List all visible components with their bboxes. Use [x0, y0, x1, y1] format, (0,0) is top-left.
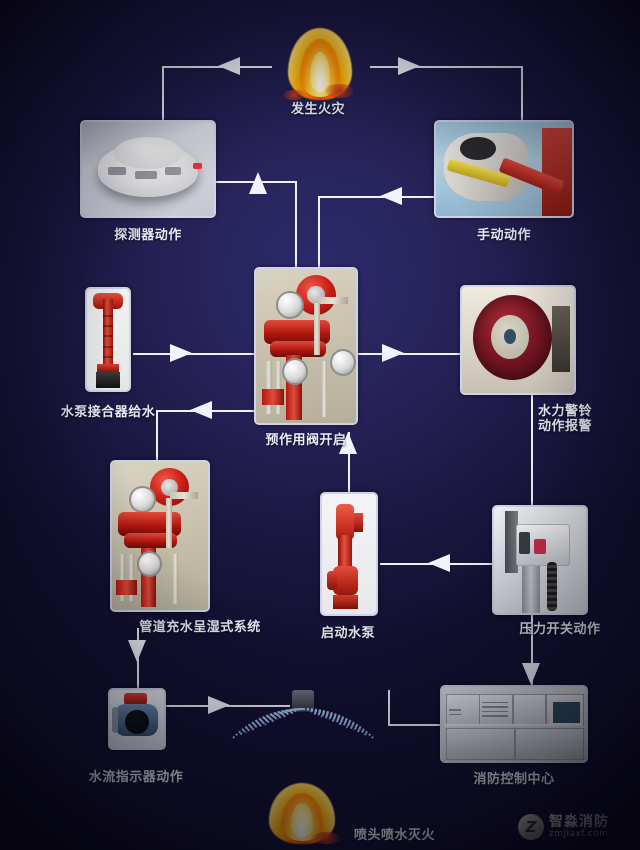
connector-fire-to-detector [162, 66, 272, 68]
fire-control-center-photo [440, 685, 588, 763]
arrowhead-pressure-switch-to-control-center [522, 663, 540, 685]
watermark-mark-letter: Z [525, 818, 537, 836]
node-label-detector: 探测器动作 [114, 228, 182, 243]
arrowhead-pump-to-valve [339, 432, 357, 454]
connector-sprinkler-riser [388, 690, 390, 724]
node-label-start-pump: 启动水泵 [320, 626, 376, 641]
connector-fdc-to-valve [133, 353, 255, 355]
node-label-manual: 手动动作 [476, 228, 532, 243]
connector-detector-arrow-tail [216, 181, 252, 183]
node-label-control-center: 消防控制中心 [473, 772, 555, 787]
connector-manual-out [318, 196, 436, 198]
watermark-logo-icon: Z [518, 814, 544, 840]
node-label-flow-indicator: 水流指示器动作 [88, 770, 184, 785]
arrowhead-pressure-switch-to-pump [428, 554, 450, 572]
arrowhead-manual-to-valve [380, 187, 402, 205]
connector-flow-to-control-center [388, 724, 440, 726]
sprinkler-spray-icon [203, 690, 403, 830]
sprinkler-fire-flame-icon [258, 778, 346, 844]
preaction-valve-photo [254, 267, 358, 425]
connector-manual-down [318, 196, 320, 267]
watermark-brand: 智淼消防 [549, 813, 609, 830]
watermark: Z 智淼消防 zmjiaxf.com [518, 814, 609, 840]
arrowhead-fdc-to-valve [170, 344, 192, 362]
connector-fire-to-manual [370, 66, 522, 68]
connector-fire-to-detector-drop [162, 66, 164, 120]
connector-valve-to-wet-drop [156, 410, 158, 460]
node-label-pressure-switch: 压力开关动作 [519, 622, 601, 637]
fire-pump-photo [320, 492, 378, 616]
arrowhead-valve-to-gong [382, 344, 404, 362]
node-label-preaction-valve: 预作用阀开启 [265, 433, 347, 448]
connector-gong-to-pressure-switch [531, 395, 533, 505]
node-label-water-gong: 水力警铃 动作报警 [538, 404, 593, 434]
connector-valve-to-gong [358, 353, 460, 355]
connector-detector-down [295, 181, 297, 267]
fire-department-connection-photo [85, 287, 131, 392]
pressure-switch-photo [492, 505, 588, 615]
arrowhead-fire-to-manual [398, 57, 420, 75]
node-label-fire: 发生火灾 [290, 102, 346, 117]
node-label-fdc: 水泵接合器给水 [60, 405, 156, 420]
connector-pressure-switch-to-control-center [531, 615, 533, 685]
arrowhead-valve-to-wet [190, 401, 212, 419]
water-motor-gong-photo [460, 285, 576, 395]
connector-pump-to-valve [348, 432, 350, 492]
arrowhead-detector-to-valve [249, 172, 267, 194]
fire-flame-icon [278, 22, 362, 100]
watermark-url: zmjiaxf.com [549, 828, 609, 839]
connector-fire-to-manual-drop [521, 66, 523, 120]
arrowhead-wet-to-flow-indicator [128, 640, 146, 662]
manual-call-point-photo [434, 120, 574, 218]
node-label-sprinkler: 喷头喷水灭火 [354, 828, 436, 843]
arrowhead-fire-to-detector [218, 57, 240, 75]
wet-system-riser-photo [110, 460, 210, 612]
arrowhead-flow-to-sprinkler [208, 696, 230, 714]
smoke-detector-photo [80, 120, 216, 218]
water-flow-indicator-photo [108, 688, 166, 750]
node-label-wet-system: 管道充水呈湿式系统 [139, 620, 261, 635]
